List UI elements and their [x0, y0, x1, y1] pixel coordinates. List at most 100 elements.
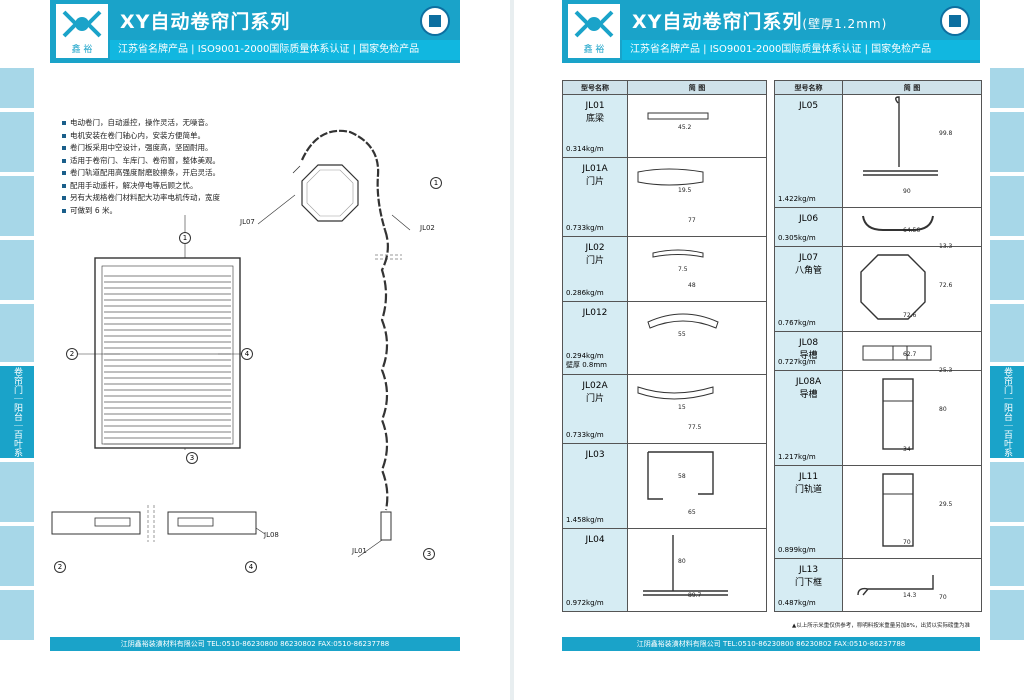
profile-chinese-name: 门下框 [794, 578, 822, 588]
profile-chinese-name: 门片 [585, 177, 604, 187]
dimension-label: 48 [688, 282, 696, 289]
profile-code: JL07 [798, 253, 819, 263]
profile-code: JL06 [798, 214, 819, 224]
label-jl02: JL02 [420, 224, 435, 232]
dimension-label: 77 [688, 217, 696, 224]
sidebar-tab[interactable] [0, 304, 34, 362]
profile-weight: 1.458kg/m [566, 516, 604, 524]
callout-4: 4 [245, 561, 257, 573]
profile-code: JL01 [585, 101, 605, 111]
page-title: XY自动卷帘门系列(壁厚1.2mm) [632, 11, 888, 33]
profile-code: JL03 [585, 450, 605, 460]
profile-code: JL02A [582, 381, 608, 391]
feature-item: 卷门板采用中空设计，强度高，坚固耐用。 [62, 142, 220, 155]
sidebar-tab[interactable] [990, 526, 1024, 586]
profile-drawing: 99.890 [863, 96, 953, 195]
profile-chinese-name: 导槽 [799, 351, 818, 361]
label-jl07: JL07 [240, 218, 255, 226]
door-slats [104, 275, 231, 445]
header-figure: 简 图 [627, 80, 767, 95]
sidebar-tab[interactable] [990, 304, 1024, 362]
profile-figure-cell: 80 34 [842, 370, 982, 466]
profile-weight: 0.733kg/m [566, 431, 604, 439]
hanging-slats [380, 229, 389, 511]
feature-item: 电动卷门，自动遥控，操作灵活，无噪音。 [62, 117, 220, 130]
profile-drawing: 45.2 [647, 112, 709, 131]
sidebar-tab-active[interactable]: 卷帘门｜阳台｜百叶系列 [968, 366, 1024, 458]
profile-figure-cell: 55 [627, 301, 767, 375]
header-model: 型号名称 [774, 80, 843, 95]
profile-weight: 0.305kg/m [778, 234, 816, 242]
certification-badge-icon [940, 6, 970, 36]
profile-name-cell: JL03 1.458kg/m [562, 443, 628, 529]
sidebar-tab[interactable] [990, 68, 1024, 108]
profile-weight: 0.487kg/m [778, 599, 816, 607]
sidebar-tab[interactable] [990, 176, 1024, 236]
sidebar-tab[interactable] [990, 240, 1024, 300]
profile-chinese-name: 底梁 [585, 114, 604, 124]
left-page: 卷帘门｜阳台｜百叶系列 鑫 裕 XY自动卷帘门系列 江苏省名牌产品 | ISO9… [0, 0, 510, 700]
profile-code: JL04 [585, 535, 605, 545]
label-jl01: JL01 [352, 547, 367, 555]
dimension-label: 80 [939, 406, 947, 413]
sidebar-tab[interactable] [0, 526, 34, 586]
dimension-label: 62.7 [903, 351, 917, 358]
callout-3: 3 [186, 452, 198, 464]
dimension-label: 55 [678, 331, 686, 338]
sidebar-tab[interactable] [990, 112, 1024, 172]
guide-section-right [167, 511, 257, 535]
sidebar-tab[interactable] [990, 462, 1024, 522]
profile-drawing: 19.577 [637, 168, 704, 224]
brand-logo: 鑫 裕 [568, 4, 620, 58]
dimension-label: 34 [903, 446, 911, 453]
feature-list: 电动卷门，自动遥控，操作灵活，无噪音。 电机安装在卷门轴心内，安装方便简单。 卷… [62, 117, 220, 217]
profile-weight: 0.767kg/m [778, 319, 816, 327]
profile-weight: 0.727kg/m [778, 358, 816, 366]
profile-drawing: 13.364.56 [862, 215, 953, 250]
sidebar-tab[interactable] [0, 112, 34, 172]
certification-strip: 江苏省名牌产品 | ISO9001-2000国际质量体系认证 | 国家免检产品 [622, 40, 980, 60]
svg-text:鑫 裕: 鑫 裕 [72, 43, 93, 55]
sidebar-tab[interactable] [990, 590, 1024, 640]
sidebar-tab[interactable] [0, 590, 34, 640]
profile-weight: 0.733kg/m [566, 224, 604, 232]
sidebar-tab[interactable] [0, 176, 34, 236]
dimension-label: 64.56 [903, 227, 920, 234]
dimension-label: 77.5 [688, 424, 702, 431]
profile-figure-cell: 45.2 [627, 94, 767, 158]
sidebar-tab-active[interactable]: 卷帘门｜阳台｜百叶系列 [0, 366, 34, 458]
profile-weight: 0.899kg/m [778, 546, 816, 554]
brand-logo: 鑫 裕 [56, 4, 108, 58]
certification-badge-icon [420, 6, 450, 36]
sidebar-tab[interactable] [0, 68, 34, 108]
page-subtitle: (壁厚1.2mm) [802, 17, 888, 31]
sidebar-tab[interactable] [0, 462, 34, 522]
profile-code: JL02 [585, 243, 605, 253]
sidebar-tab[interactable] [0, 240, 34, 300]
callout-2: 2 [66, 348, 78, 360]
dimension-label: 72.6 [903, 312, 917, 319]
wrapped-slats [300, 129, 387, 231]
